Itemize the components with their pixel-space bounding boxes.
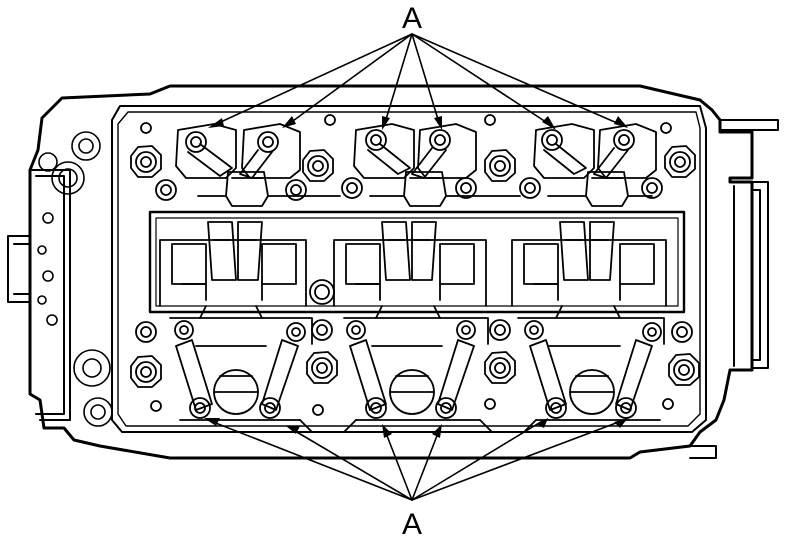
top-hex-bolts [131, 146, 695, 181]
bottom-round-bolts [136, 320, 692, 415]
callout-label-top: A [402, 2, 423, 35]
top-arrowheads [208, 116, 628, 130]
bottom-leader-lines [208, 420, 624, 500]
top-leader-lines [212, 34, 624, 126]
bottom-valve-stems [176, 340, 660, 432]
top-round-bolts [141, 115, 671, 200]
bottom-arrowheads [204, 418, 628, 438]
left-plate-features [38, 132, 112, 426]
bottom-hex-bolts [131, 352, 699, 387]
bottom-bearing-strip [170, 306, 664, 346]
top-valve-bosses [176, 124, 656, 178]
top-bearing-caps [198, 172, 652, 206]
head-casting-outline [8, 86, 778, 458]
cam-valley [150, 212, 684, 312]
callout-label-bottom: A [402, 508, 423, 541]
